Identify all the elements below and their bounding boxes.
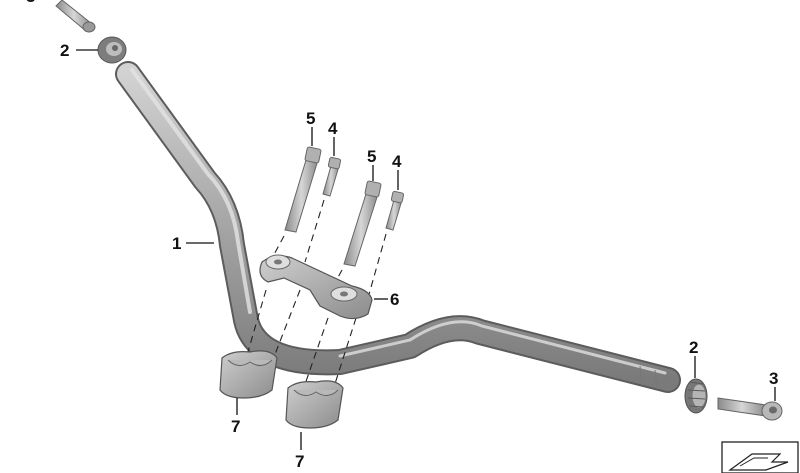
orientation-symbol — [721, 441, 799, 473]
callout-1: 1 — [172, 234, 181, 253]
clamp-bolt-long-left — [284, 146, 322, 233]
callout-4-right: 4 — [392, 152, 402, 171]
leader-lines — [76, 49, 776, 450]
callout-3-top: 3 — [26, 0, 35, 6]
handlebar-riser-left — [219, 350, 278, 399]
callout-labels: 3 2 1 5 4 5 4 6 7 7 2 3 — [26, 0, 778, 471]
callout-2-right: 2 — [689, 338, 698, 357]
bar-end-bolt-right — [717, 397, 783, 421]
callout-7-right: 7 — [295, 452, 304, 471]
callout-4-left: 4 — [328, 119, 338, 138]
callout-5-right: 5 — [367, 147, 376, 166]
callout-2-left: 2 — [60, 41, 69, 60]
clamp-bolt-long-right — [343, 180, 382, 267]
handlebar-riser-right — [285, 380, 344, 429]
callout-3-right: 3 — [769, 369, 778, 388]
handlebar-clamp-top — [259, 254, 373, 320]
bar-end-bolt-left — [55, 0, 96, 33]
bar-end-weight-right — [684, 378, 708, 414]
clamp-bolt-short-left — [322, 156, 342, 197]
callout-7-left: 7 — [231, 417, 240, 436]
bar-end-weight-left — [97, 36, 127, 64]
clamp-bolt-short-right — [385, 190, 405, 231]
handlebar-tube — [115, 61, 681, 393]
callout-6: 6 — [390, 290, 399, 309]
callout-5-left: 5 — [306, 109, 315, 128]
